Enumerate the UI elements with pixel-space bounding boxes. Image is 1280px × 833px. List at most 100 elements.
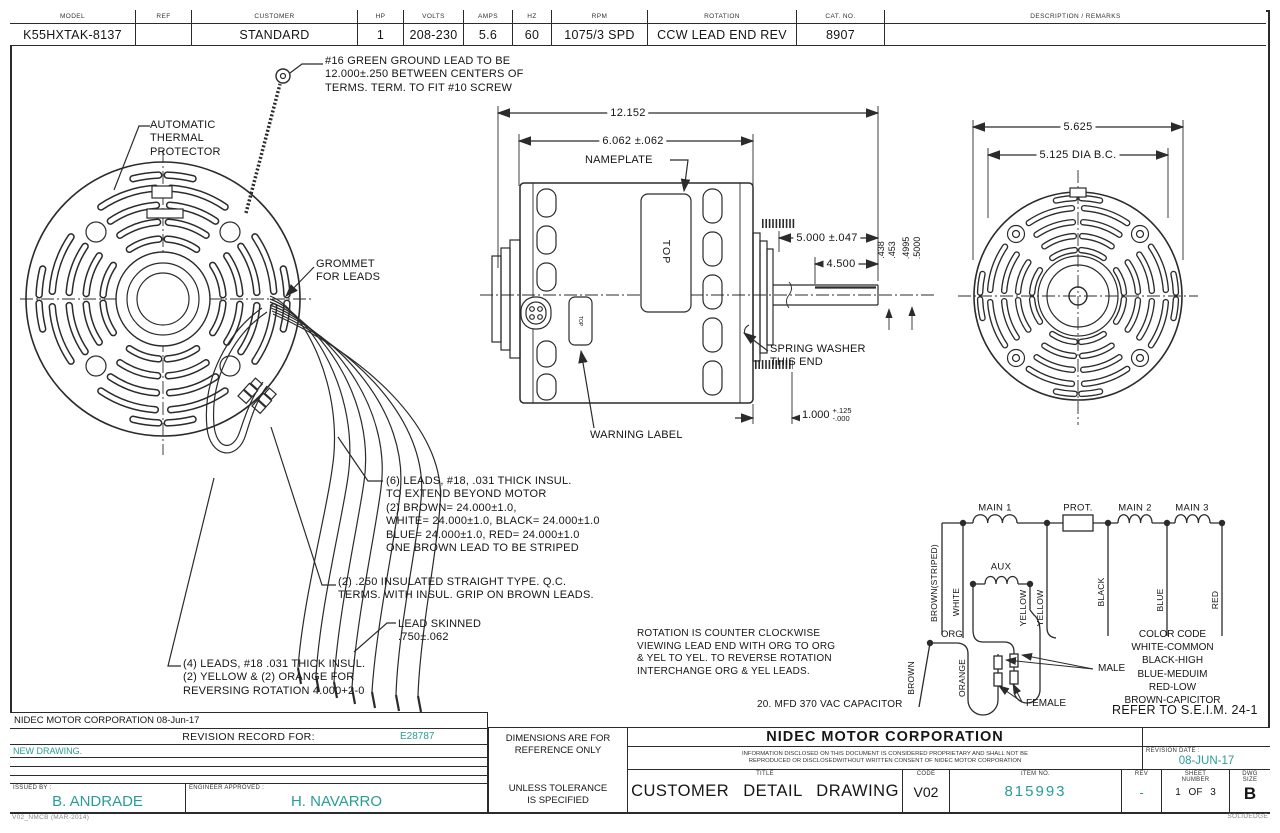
- size-label-line: DWG: [1242, 771, 1258, 777]
- reference-notes-block: DIMENSIONS ARE FOR REFERENCE ONLY UNLESS…: [488, 727, 628, 812]
- color-code-line: BLUE-MEDUIM: [1137, 668, 1208, 680]
- col-value: STANDARD: [239, 27, 310, 42]
- drawing-title: CUSTOMER DETAIL DRAWING: [631, 781, 899, 800]
- col-label: CAT. NO.: [797, 10, 884, 24]
- note-line: WHITE= 24.000±1.0, BLACK= 24.000±1.0: [386, 515, 600, 528]
- note-line: (6) LEADS, #18, .031 THICK INSUL.: [386, 475, 572, 487]
- note-line: 12.000±.250 BETWEEN CENTERS OF: [325, 68, 524, 81]
- revision-record-label: REVISION RECORD FOR:: [182, 731, 315, 743]
- thermal-protector-label: AUTOMATIC THERMAL PROTECTOR: [150, 119, 221, 159]
- col-value: 208-230: [409, 27, 458, 42]
- coil-main1-label: MAIN 1: [978, 502, 1012, 514]
- spring-washer-label: SPRING WASHER THIS END: [770, 343, 866, 370]
- male-terminal-label: MALE: [1098, 663, 1126, 674]
- legal-cell: INFORMATION DISCLOSED ON THIS DOCUMENT I…: [628, 747, 1143, 770]
- note-line: REVERSING ROTATION 4.000+2-0: [183, 684, 365, 697]
- rev-cell: REV -: [1122, 770, 1162, 813]
- col-label: HP: [358, 10, 403, 24]
- rev-label: REV: [1134, 771, 1149, 777]
- code-value: V02: [913, 783, 939, 800]
- tolerance-note: UNLESS TOLERANCE IS SPECIFIED: [489, 783, 627, 807]
- col-value: CCW LEAD END REV: [657, 27, 787, 42]
- seim-reference: REFER TO S.E.I.M. 24-1: [1112, 703, 1258, 717]
- dim-flat-depth-min: .438: [876, 241, 886, 259]
- header-col-rotation: ROTATION CCW LEAD END REV: [648, 10, 797, 45]
- dim-body-length: 6.062 ±.062: [599, 135, 667, 147]
- dim-stud-length: 1.000 +.125 -.000: [800, 407, 854, 423]
- col-value: K55HXTAK-8137: [23, 27, 122, 42]
- header-col-hp: HP 1: [358, 10, 404, 45]
- note-line: #16 GREEN GROUND LEAD TO BE: [325, 55, 511, 67]
- rotation-note: ROTATION IS COUNTER CLOCKWISE VIEWING LE…: [637, 628, 835, 678]
- corp-date-text: NIDEC MOTOR CORPORATION 08-Jun-17: [14, 715, 200, 726]
- size-label-line: SIZE: [1242, 777, 1258, 783]
- note-line: THIS END: [770, 356, 823, 369]
- title-cell: TITLE CUSTOMER DETAIL DRAWING: [628, 770, 903, 813]
- note-line: ROTATION IS COUNTER CLOCKWISE: [637, 628, 821, 639]
- note-line: IS SPECIFIED: [527, 795, 589, 806]
- grommet-label: GROMMET FOR LEADS: [316, 258, 380, 285]
- company-name: NIDEC MOTOR CORPORATION: [766, 729, 1004, 745]
- header-col-model: MODEL K55HXTAK-8137: [10, 10, 136, 45]
- header-col-amps: AMPS 5.6: [464, 10, 513, 45]
- legal-line: INFORMATION DISCLOSED ON THIS DOCUMENT I…: [741, 751, 1029, 757]
- dim-tolerance: +.125 -.000: [833, 407, 852, 423]
- coil-aux-label: AUX: [990, 561, 1012, 573]
- four-leads-note: (4) LEADS, #18 .031 THICK INSUL. (2) YEL…: [183, 658, 365, 698]
- tol-plus: +.125: [832, 406, 852, 415]
- note-line: UNLESS TOLERANCE: [508, 783, 608, 794]
- tol-minus: -.000: [832, 414, 850, 423]
- header-col-catno: CAT. NO. 8907: [797, 10, 885, 45]
- dim-bolt-circle: 5.125 DIA B.C.: [1036, 149, 1120, 161]
- revision-empty-row: [10, 758, 487, 767]
- sheet-label: SHEET NUMBER: [1162, 770, 1229, 783]
- note-line: TERMS. TERM. TO FIT #10 SCREW: [325, 81, 513, 94]
- col-value: [885, 24, 1266, 45]
- header-col-hz: HZ 60: [513, 10, 552, 45]
- color-code-line: BROWN-CAPICITOR: [1124, 695, 1221, 707]
- note-line: ONE BROWN LEAD TO BE STRIPED: [386, 542, 579, 555]
- size-label: DWG SIZE: [1230, 770, 1270, 783]
- coil-main3-label: MAIN 3: [1175, 502, 1209, 514]
- col-value: 1: [376, 27, 385, 42]
- color-code-line: COLOR CODE: [1138, 629, 1207, 640]
- legal-text: INFORMATION DISCLOSED ON THIS DOCUMENT I…: [628, 747, 1142, 765]
- col-value: 60: [524, 27, 540, 42]
- cad-system-label: SOLIDEDGE: [1227, 813, 1268, 820]
- qc-terminals-note: (2) .250 INSULATED STRAIGHT TYPE. Q.C. T…: [338, 576, 594, 603]
- protector-label: PROT.: [1063, 502, 1093, 514]
- dim-shaft-extension: 5.000 ±.047: [793, 232, 861, 244]
- revision-empty-row: [10, 767, 487, 776]
- col-label: AMPS: [464, 10, 512, 24]
- dims-reference-note: DIMENSIONS ARE FOR REFERENCE ONLY: [489, 733, 627, 757]
- color-code-line: BLACK-HIGH: [1141, 655, 1204, 667]
- revision-date-label: REVISION DATE :: [1146, 748, 1200, 754]
- col-label: RPM: [552, 10, 647, 24]
- dim-face-width: 5.625: [1060, 121, 1096, 133]
- header-col-customer: CUSTOMER STANDARD: [192, 10, 358, 45]
- col-label: REF: [136, 10, 191, 24]
- note-line: GROMMET: [316, 258, 375, 270]
- col-label: HZ: [513, 10, 551, 24]
- code-label: CODE: [916, 771, 936, 777]
- col-label: MODEL: [10, 10, 135, 24]
- revision-entry-row: NEW DRAWING.: [10, 745, 487, 758]
- size-cell: DWG SIZE B: [1230, 770, 1270, 813]
- rev-value: -: [1139, 784, 1144, 800]
- size-value: B: [1243, 784, 1257, 803]
- note-line: TO EXTEND BEYOND MOTOR: [386, 488, 547, 501]
- sheet-value: 1 OF 3: [1175, 787, 1216, 798]
- col-label: ROTATION: [648, 10, 796, 24]
- issued-by-cell: ISSUED BY : B. ANDRADE: [10, 784, 186, 813]
- header-col-description: DESCRIPTION / REMARKS: [885, 10, 1266, 45]
- note-line: & YEL TO YEL. TO REVERSE ROTATION: [637, 653, 832, 665]
- wire-brown-striped-label: BROWN(STRIPED): [929, 544, 939, 622]
- revision-entry-text: NEW DRAWING.: [13, 746, 83, 756]
- coil-main2-label: MAIN 2: [1118, 502, 1152, 514]
- col-value: 8907: [825, 27, 855, 42]
- engineer-approved-value: H. NAVARRO: [290, 792, 383, 810]
- note-line: TERMS. WITH INSUL. GRIP ON BROWN LEADS.: [338, 589, 594, 602]
- note-line: VIEWING LEAD END WITH ORG TO ORG: [637, 640, 836, 652]
- col-label: VOLTS: [404, 10, 463, 24]
